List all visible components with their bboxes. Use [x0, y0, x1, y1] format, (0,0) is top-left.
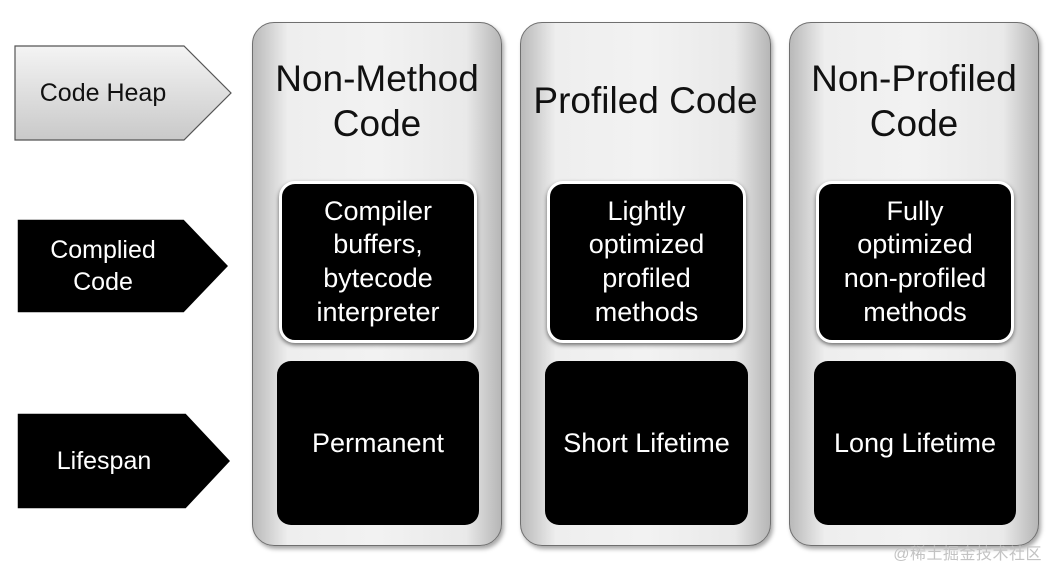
column-title: Profiled Code	[533, 80, 758, 122]
non-method-code-column: Non-Method Code Compiler buffers, byteco…	[252, 22, 502, 546]
lifespan-arrow: Lifespan	[16, 412, 233, 510]
lifespan-label: Lifespan	[56, 446, 152, 475]
watermark: @稀土掘金技术社区	[893, 546, 1042, 563]
code-heap-label: Code Heap	[39, 78, 167, 107]
column-lifetime-box: Permanent	[277, 361, 479, 525]
profiled-code-column: Profiled Code Lightly optimized profiled…	[520, 22, 771, 546]
arrow-shape-light	[14, 45, 232, 141]
column-description-box: Compiler buffers, bytecode interpreter	[279, 181, 477, 343]
arrow-shape-dark	[16, 412, 233, 510]
compiled-code-label: Complied Code	[50, 235, 156, 297]
compiled-code-arrow: Complied Code	[16, 218, 231, 314]
arrow-shape-dark	[16, 218, 231, 314]
column-description-box: Fully optimized non-profiled methods	[816, 181, 1014, 343]
code-heap-arrow: Code Heap	[14, 45, 232, 141]
column-description-box: Lightly optimized profiled methods	[547, 181, 746, 343]
column-lifetime-box: Long Lifetime	[814, 361, 1016, 525]
non-profiled-code-column: Non-Profiled Code Fully optimized non-pr…	[789, 22, 1039, 546]
column-lifetime-box: Short Lifetime	[545, 361, 748, 525]
column-title: Non-Profiled Code	[811, 57, 1017, 144]
column-title: Non-Method Code	[275, 57, 479, 144]
